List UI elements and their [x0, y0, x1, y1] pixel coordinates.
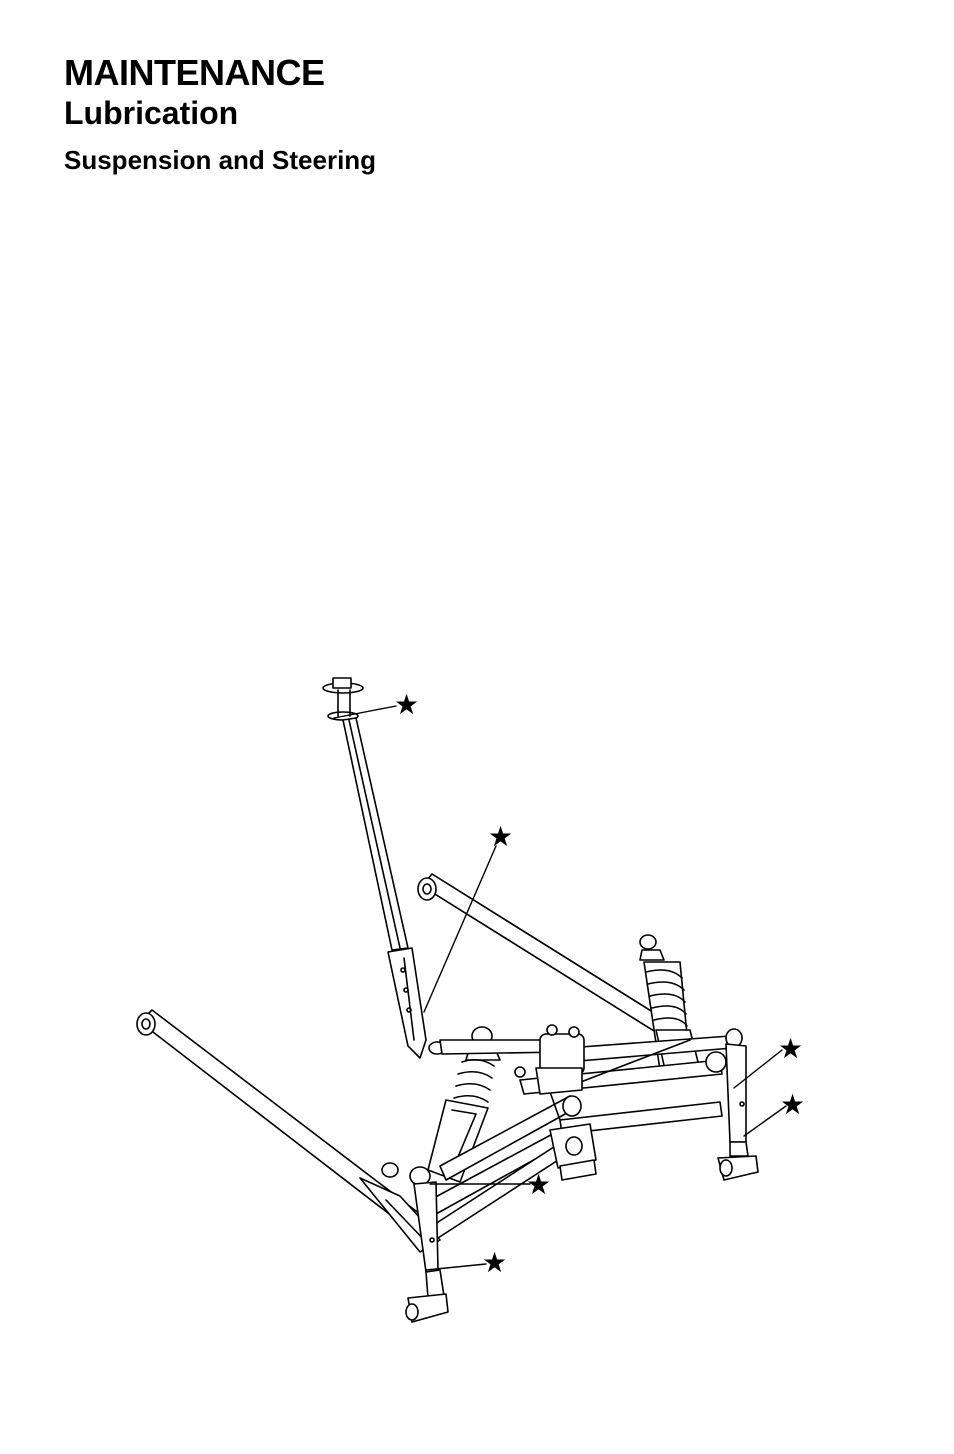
steering-post [323, 678, 445, 1058]
star-icon: ★ [778, 1032, 803, 1065]
rear-trailing-arm [418, 874, 672, 1036]
star-icon: ★ [488, 820, 513, 853]
star-icon: ★ [780, 1088, 805, 1121]
star-icon: ★ [482, 1246, 507, 1279]
star-icon: ★ [526, 1168, 551, 1201]
star-icon: ★ [394, 688, 419, 721]
front-ski-arm [137, 1010, 440, 1252]
